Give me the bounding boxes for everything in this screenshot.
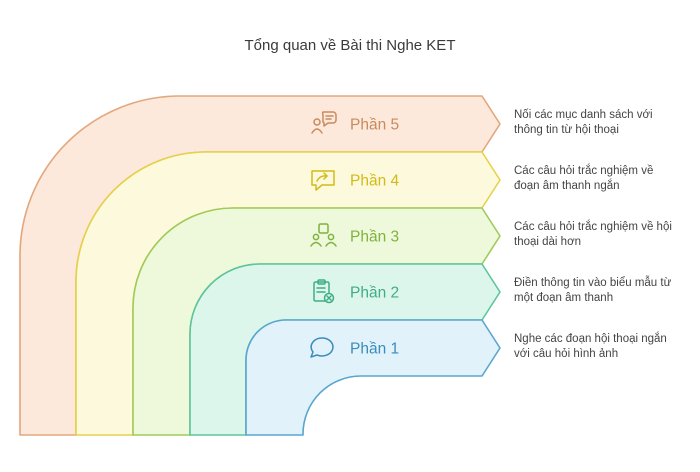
part-description: Nghe các đoạn hội thoại ngắn với câu hỏi … [514,332,692,362]
part-description: Các câu hỏi trắc nghiệm về đoạn âm thanh … [514,164,692,194]
part-description: Điền thông tin vào biểu mẫu từ một đoạn â… [514,276,692,306]
part-label: Phần 2 [350,285,399,302]
clipboard-x-icon [313,279,335,304]
description-line: Nối các mục danh sách với [514,109,653,121]
part-label: Phần 3 [350,229,399,246]
band-part-1 [245,319,501,436]
speech-bubble-icon [310,337,334,358]
chat-arrow-icon [311,170,335,191]
part-label: Phần 4 [350,173,400,190]
part-label: Phần 5 [350,117,399,134]
person-speech-icon [311,111,337,134]
group-question-icon [310,223,337,247]
description-line: đoạn âm thanh ngắn [514,180,620,192]
description-line: Điền thông tin vào biểu mẫu từ [514,277,672,289]
part-description: Nối các mục danh sách với thông tin từ hộ… [514,108,692,138]
part-label: Phần 1 [350,341,399,358]
description-line: thông tin từ hội thoại [514,124,619,136]
description-line: Các câu hỏi trắc nghiệm về [514,165,654,177]
diagram-title: Tổng quan về Bài thi Nghe KET [244,37,456,54]
description-line: với câu hỏi hình ảnh [514,348,619,360]
description-line: Nghe các đoạn hội thoại ngắn [514,333,667,345]
description-line: thoại dài hơn [514,236,582,248]
part-description: Các câu hỏi trắc nghiệm về hội thoại dài … [514,220,692,250]
description-line: một đoạn âm thanh [514,292,614,304]
description-line: Các câu hỏi trắc nghiệm về hội [514,221,672,233]
